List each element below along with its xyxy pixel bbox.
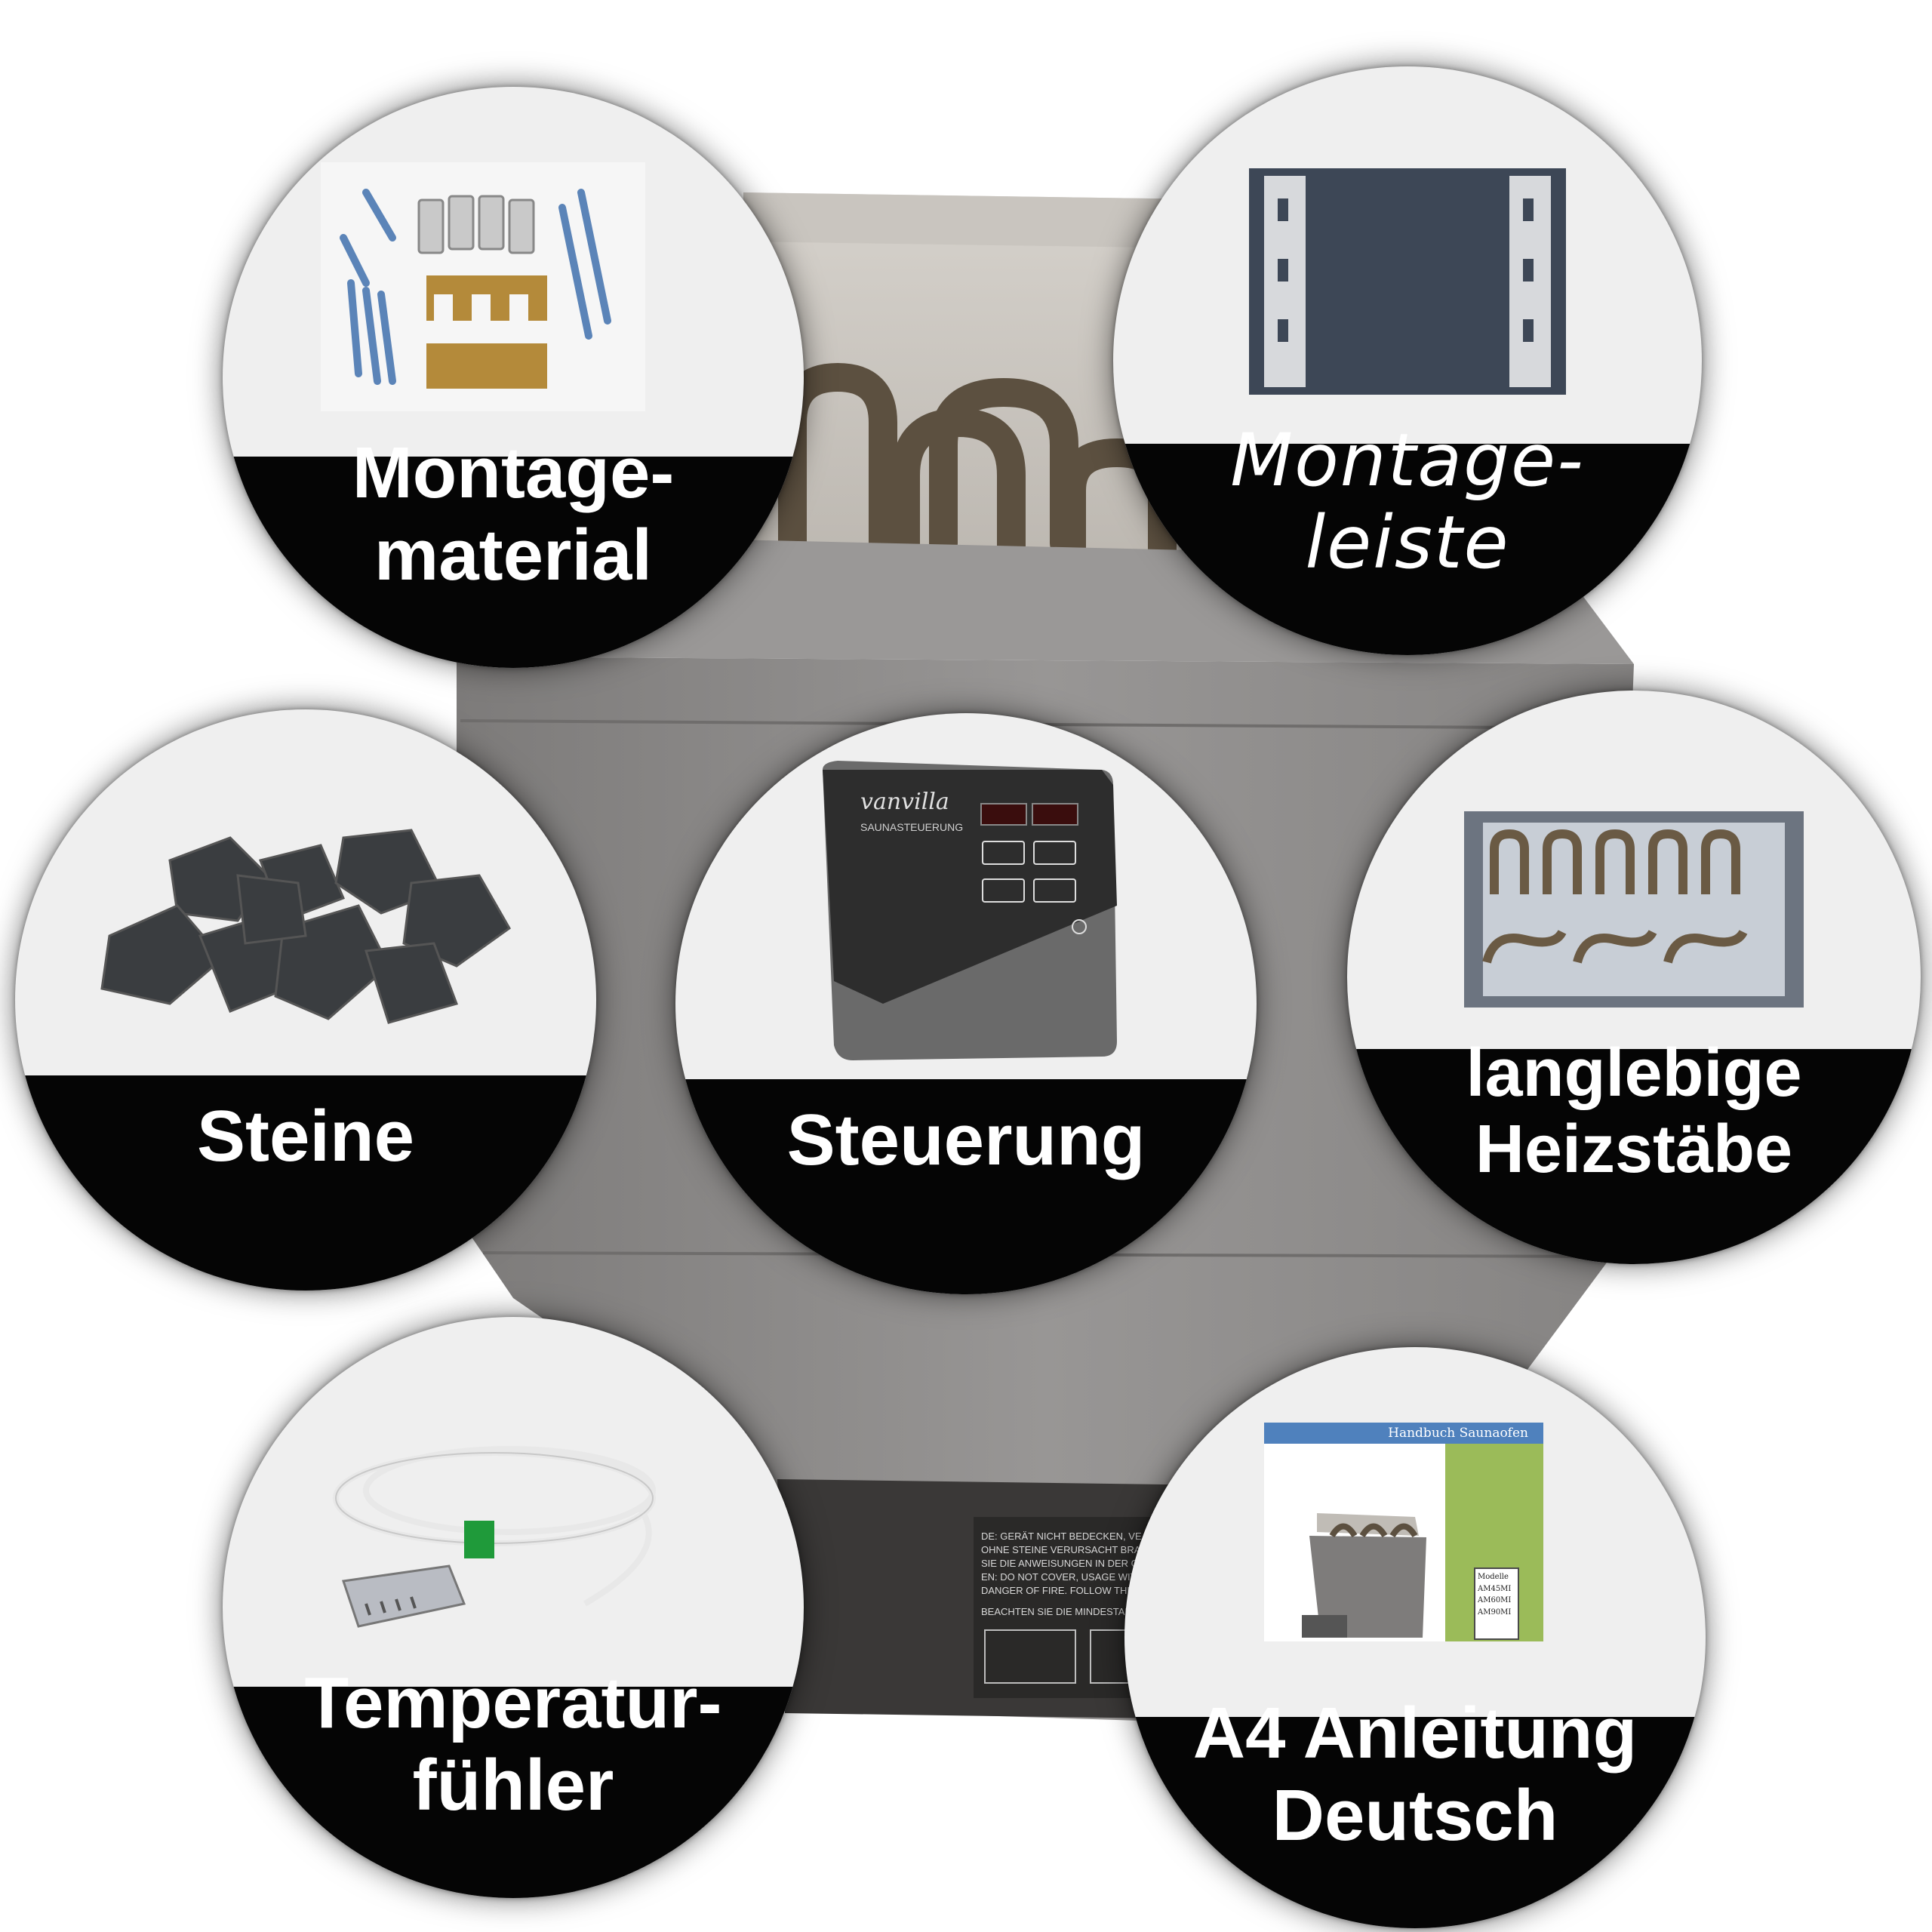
controller-subtitle: SAUNASTEUERUNG [860, 821, 964, 833]
badge-montageleiste: Montage- leiste [1113, 66, 1702, 655]
svg-text:DANGER OF FIRE. FOLLOW THE: DANGER OF FIRE. FOLLOW THE [981, 1585, 1134, 1596]
label-band [223, 1687, 804, 1898]
manual-model: AM45MI [1478, 1584, 1512, 1593]
badge-label-montagematerial: Montage- material [352, 432, 675, 595]
control-unit-icon: vanvilla SAUNASTEUERUNG [792, 755, 1124, 1072]
badge-label-montageleiste: Montage- leiste [1230, 418, 1585, 585]
manual-title-bar [1264, 1423, 1543, 1444]
manual-models-heading: Modelle [1478, 1573, 1509, 1581]
badge-label-anleitung: A4 Anleitung Deutsch [1192, 1693, 1638, 1856]
controller-brand: vanvilla [860, 789, 949, 815]
sauna-stones-icon [100, 829, 511, 1024]
manual-model: AM90MI [1478, 1607, 1512, 1617]
heating-rods-icon [1464, 811, 1804, 1008]
badge-steuerung: vanvilla SAUNASTEUERUNG Steuerung [675, 713, 1257, 1294]
label-band [223, 457, 804, 668]
badge-label-heizstaebe: langlebige Heizstäbe [1466, 1035, 1802, 1188]
badge-label-temperatur: Temperatur- fühler [304, 1663, 722, 1826]
svg-text:DE: GERÄT NICHT BEDECKEN, VE: DE: GERÄT NICHT BEDECKEN, VE [981, 1531, 1142, 1542]
badge-temperatur: Temperatur- fühler [223, 1317, 804, 1898]
manual-heater-picture [1302, 1513, 1426, 1638]
svg-text:EN: DO NOT COVER, USAGE WITH: EN: DO NOT COVER, USAGE WITH [981, 1571, 1143, 1583]
svg-text:OHNE STEINE VERURSACHT BRA: OHNE STEINE VERURSACHT BRA [981, 1544, 1141, 1555]
label-band [15, 1075, 596, 1291]
mounting-hardware-icon [321, 162, 645, 411]
badge-anleitung: Handbuch Saunaofen Modelle AM45MI AM60MI… [1124, 1347, 1706, 1928]
temperature-sensor-icon [333, 1446, 656, 1628]
label-band [1347, 1049, 1921, 1264]
manual-models-box: Modelle AM45MI AM60MI AM90MI [1474, 1567, 1519, 1640]
manual-icon: Handbuch Saunaofen Modelle AM45MI AM60MI… [1264, 1423, 1543, 1641]
badge-heizstaebe: langlebige Heizstäbe [1347, 691, 1921, 1264]
label-band [1113, 444, 1702, 655]
label-band [675, 1079, 1257, 1294]
manual-model: AM60MI [1478, 1596, 1512, 1604]
badge-label-steine: Steine [196, 1095, 415, 1177]
manual-title: Handbuch Saunaofen [1388, 1426, 1528, 1441]
label-band [1124, 1717, 1706, 1928]
warning-label-text: DE: GERÄT NICHT BEDECKEN, VE OHNE STEINE… [981, 1531, 1143, 1617]
badge-steine: Steine [15, 709, 596, 1291]
badge-montagematerial: Montage- material [223, 87, 804, 668]
mounting-rail-icon [1249, 168, 1566, 395]
svg-text:BEACHTEN SIE DIE MINDESTAB: BEACHTEN SIE DIE MINDESTAB [981, 1606, 1131, 1617]
svg-text:SIE DIE ANWEISUNGEN IN DER G: SIE DIE ANWEISUNGEN IN DER G [981, 1558, 1139, 1569]
badge-label-steuerung: Steuerung [786, 1099, 1146, 1180]
